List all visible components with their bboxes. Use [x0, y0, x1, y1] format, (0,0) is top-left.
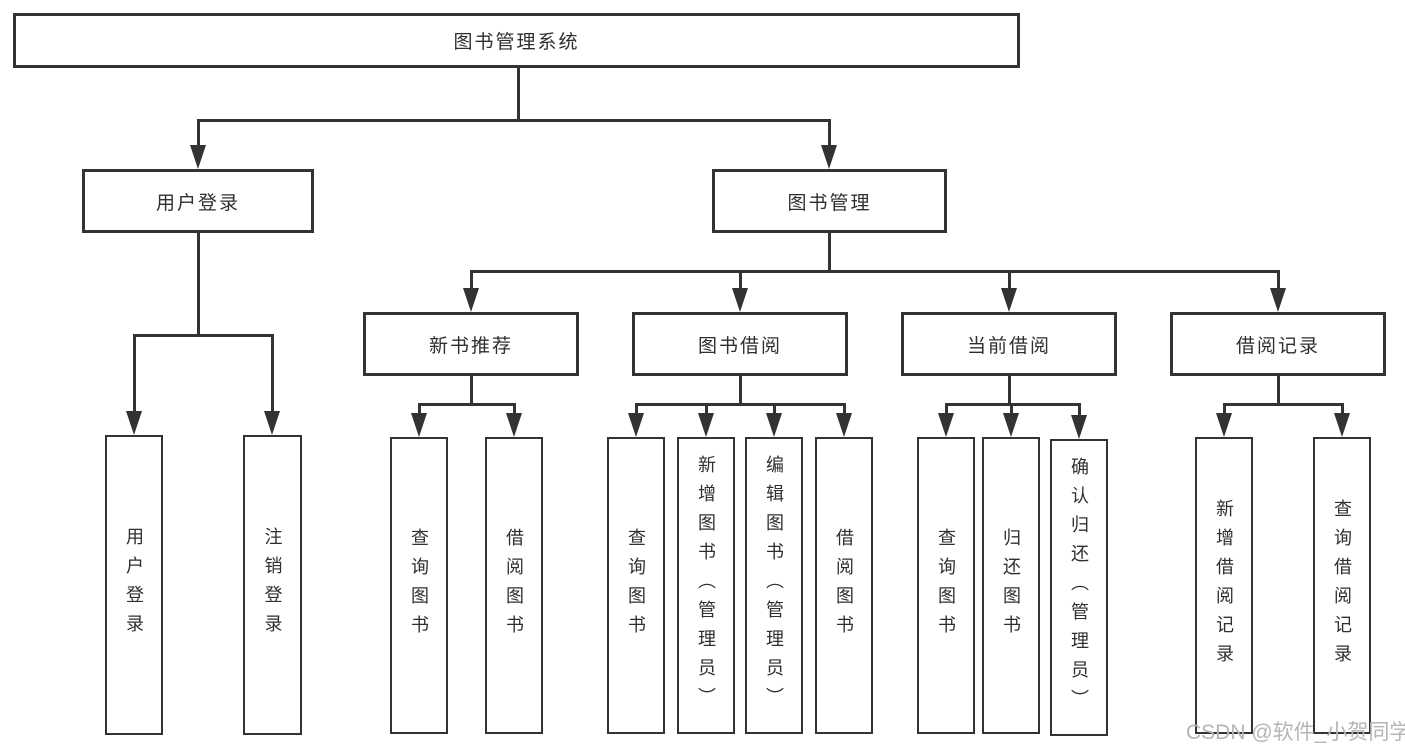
connector-l2-stem-left [196, 119, 200, 147]
connector-l3-stem-2 [738, 270, 742, 290]
arrow-current-borrow [1001, 288, 1017, 312]
node-borrow-books-leaf-label: 借阅图书 [834, 527, 854, 644]
arrow-new-book-rec [463, 288, 479, 312]
connector-g4-stem-3 [1077, 403, 1081, 417]
connector-l3-stem-1 [469, 270, 473, 290]
connector-g4-stem-1 [944, 403, 948, 415]
node-edit-book-admin: 编辑图书（管理员） [745, 437, 803, 734]
connector-g3-stem-3 [772, 403, 776, 415]
connector-l2-split [196, 119, 831, 122]
node-user-login: 用户登录 [82, 169, 314, 233]
node-book-mgmt: 图书管理 [712, 169, 947, 233]
connector-g2-stem-1 [417, 403, 421, 415]
connector-g5-stem-2 [1340, 403, 1344, 415]
node-book-borrow-label: 图书借阅 [697, 335, 782, 357]
node-book-borrow: 图书借阅 [632, 312, 848, 376]
node-add-borrow-record: 新增借阅记录 [1195, 437, 1253, 734]
connector-g2-stem-2 [512, 403, 516, 415]
node-current-borrow: 当前借阅 [901, 312, 1117, 376]
arrow-book-borrow [732, 288, 748, 312]
connector-ul-trunk [196, 231, 200, 336]
arrow-borrow-books-newrec [506, 413, 522, 437]
watermark: CSDN @软件_小贺同学 [1186, 721, 1405, 744]
arrow-user-login [190, 145, 206, 169]
arrow-logout-leaf [264, 411, 280, 435]
arrow-add-borrow-record [1216, 413, 1232, 437]
arrow-confirm-return-admin [1071, 415, 1087, 439]
node-confirm-return-admin: 确认归还（管理员） [1050, 439, 1108, 736]
node-query-books-borrow: 查询图书 [607, 437, 665, 734]
node-user-login-leaf: 用户登录 [105, 435, 163, 735]
connector-g3-split [634, 403, 846, 406]
node-return-book-label: 归还图书 [1001, 527, 1021, 644]
node-confirm-return-admin-label: 确认归还（管理员） [1069, 457, 1089, 718]
node-user-login-leaf-label: 用户登录 [124, 527, 144, 643]
node-query-borrow-record-label: 查询借阅记录 [1332, 498, 1352, 673]
connector-l3-split [469, 270, 1280, 273]
arrow-book-mgmt [821, 145, 837, 169]
connector-g2-split [417, 403, 516, 406]
arrow-borrow-books-leaf [836, 413, 852, 437]
arrow-edit-book-admin [766, 413, 782, 437]
connector-l3-stem-4 [1276, 270, 1280, 290]
connector-bm-trunk [827, 231, 831, 273]
arrow-borrow-records [1270, 288, 1286, 312]
node-logout-leaf: 注销登录 [243, 435, 302, 735]
node-book-mgmt-label: 图书管理 [787, 192, 872, 214]
connector-g4-stem-2 [1009, 403, 1013, 415]
connector-g4-split [944, 403, 1081, 406]
node-borrow-books-newrec-label: 借阅图书 [504, 527, 524, 644]
connector-g5-trunk [1276, 375, 1280, 406]
node-query-books-borrow-label: 查询图书 [626, 527, 646, 644]
node-add-borrow-record-label: 新增借阅记录 [1214, 498, 1234, 673]
arrow-user-login-leaf [126, 411, 142, 435]
node-return-book: 归还图书 [982, 437, 1040, 734]
node-borrow-records: 借阅记录 [1170, 312, 1386, 376]
connector-ul-split [132, 334, 274, 337]
arrow-return-book [1003, 413, 1019, 437]
node-add-book-admin: 新增图书（管理员） [677, 437, 735, 734]
arrow-query-books-borrow [628, 413, 644, 437]
node-new-book-rec: 新书推荐 [363, 312, 579, 376]
node-current-borrow-label: 当前借阅 [966, 335, 1051, 357]
node-query-books-current-label: 查询图书 [936, 527, 956, 644]
node-root-label: 图书管理系统 [453, 32, 580, 53]
connector-g2-trunk [469, 375, 473, 406]
arrow-add-book-admin [698, 413, 714, 437]
node-root: 图书管理系统 [13, 13, 1020, 68]
node-borrow-books-leaf: 借阅图书 [815, 437, 873, 734]
node-query-books-newrec-label: 查询图书 [409, 527, 429, 644]
connector-g5-stem-1 [1222, 403, 1226, 415]
node-edit-book-admin-label: 编辑图书（管理员） [764, 455, 784, 716]
node-query-books-current: 查询图书 [917, 437, 975, 734]
connector-g4-trunk [1007, 375, 1011, 406]
node-query-borrow-record: 查询借阅记录 [1313, 437, 1371, 734]
arrow-query-borrow-record [1334, 413, 1350, 437]
connector-ul-stem-right [270, 334, 274, 413]
connector-g5-split [1222, 403, 1344, 406]
arrow-query-books-current [938, 413, 954, 437]
node-add-book-admin-label: 新增图书（管理员） [696, 455, 716, 716]
connector-root-trunk [517, 66, 520, 121]
connector-l3-stem-3 [1007, 270, 1011, 290]
node-new-book-rec-label: 新书推荐 [428, 335, 513, 357]
connector-g3-stem-2 [704, 403, 708, 415]
connector-g3-trunk [738, 375, 742, 406]
connector-g3-stem-4 [842, 403, 846, 415]
node-borrow-books-newrec: 借阅图书 [485, 437, 543, 734]
arrow-query-books-newrec [411, 413, 427, 437]
node-user-login-label: 用户登录 [155, 192, 240, 214]
connector-ul-stem-left [132, 334, 136, 413]
node-borrow-records-label: 借阅记录 [1235, 335, 1320, 357]
node-query-books-newrec: 查询图书 [390, 437, 448, 734]
node-logout-leaf-label: 注销登录 [262, 527, 283, 643]
connector-g3-stem-1 [634, 403, 638, 415]
connector-l2-stem-right [827, 119, 831, 147]
